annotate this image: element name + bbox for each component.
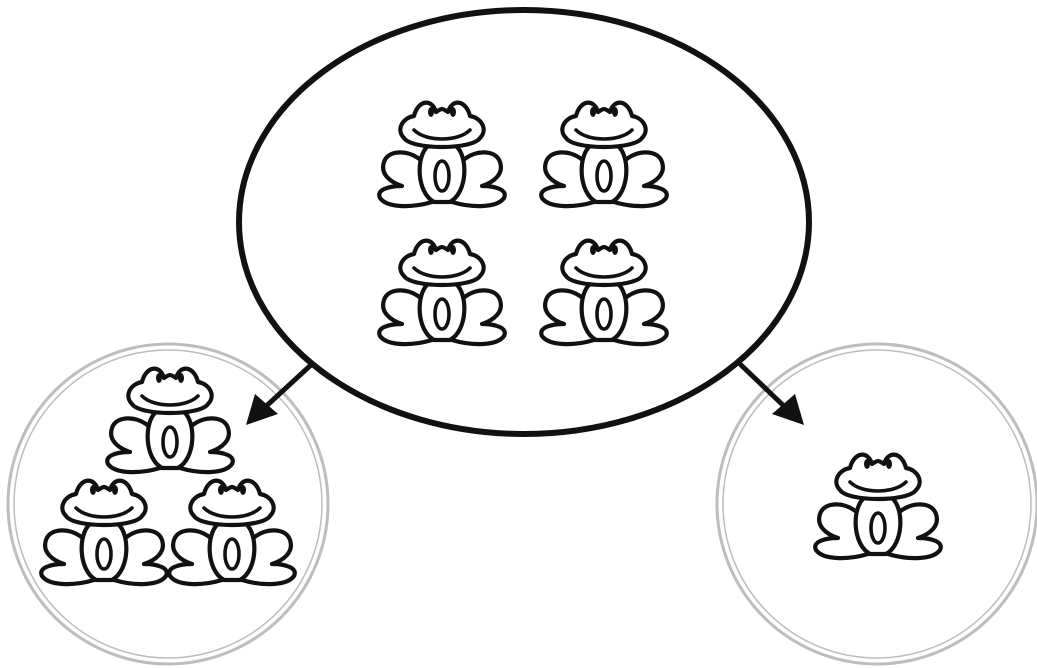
whole-ellipse [236, 7, 812, 437]
part-left-circle [6, 342, 330, 666]
part-right-group [815, 455, 941, 558]
frog-icon [41, 481, 167, 584]
frog-icon [107, 369, 233, 472]
part-right-circle [715, 342, 1037, 666]
arrow-to-left-part [246, 362, 314, 425]
frog-icon [169, 481, 295, 584]
arrow-to-right-part [738, 362, 804, 425]
frog-icon [815, 455, 941, 558]
